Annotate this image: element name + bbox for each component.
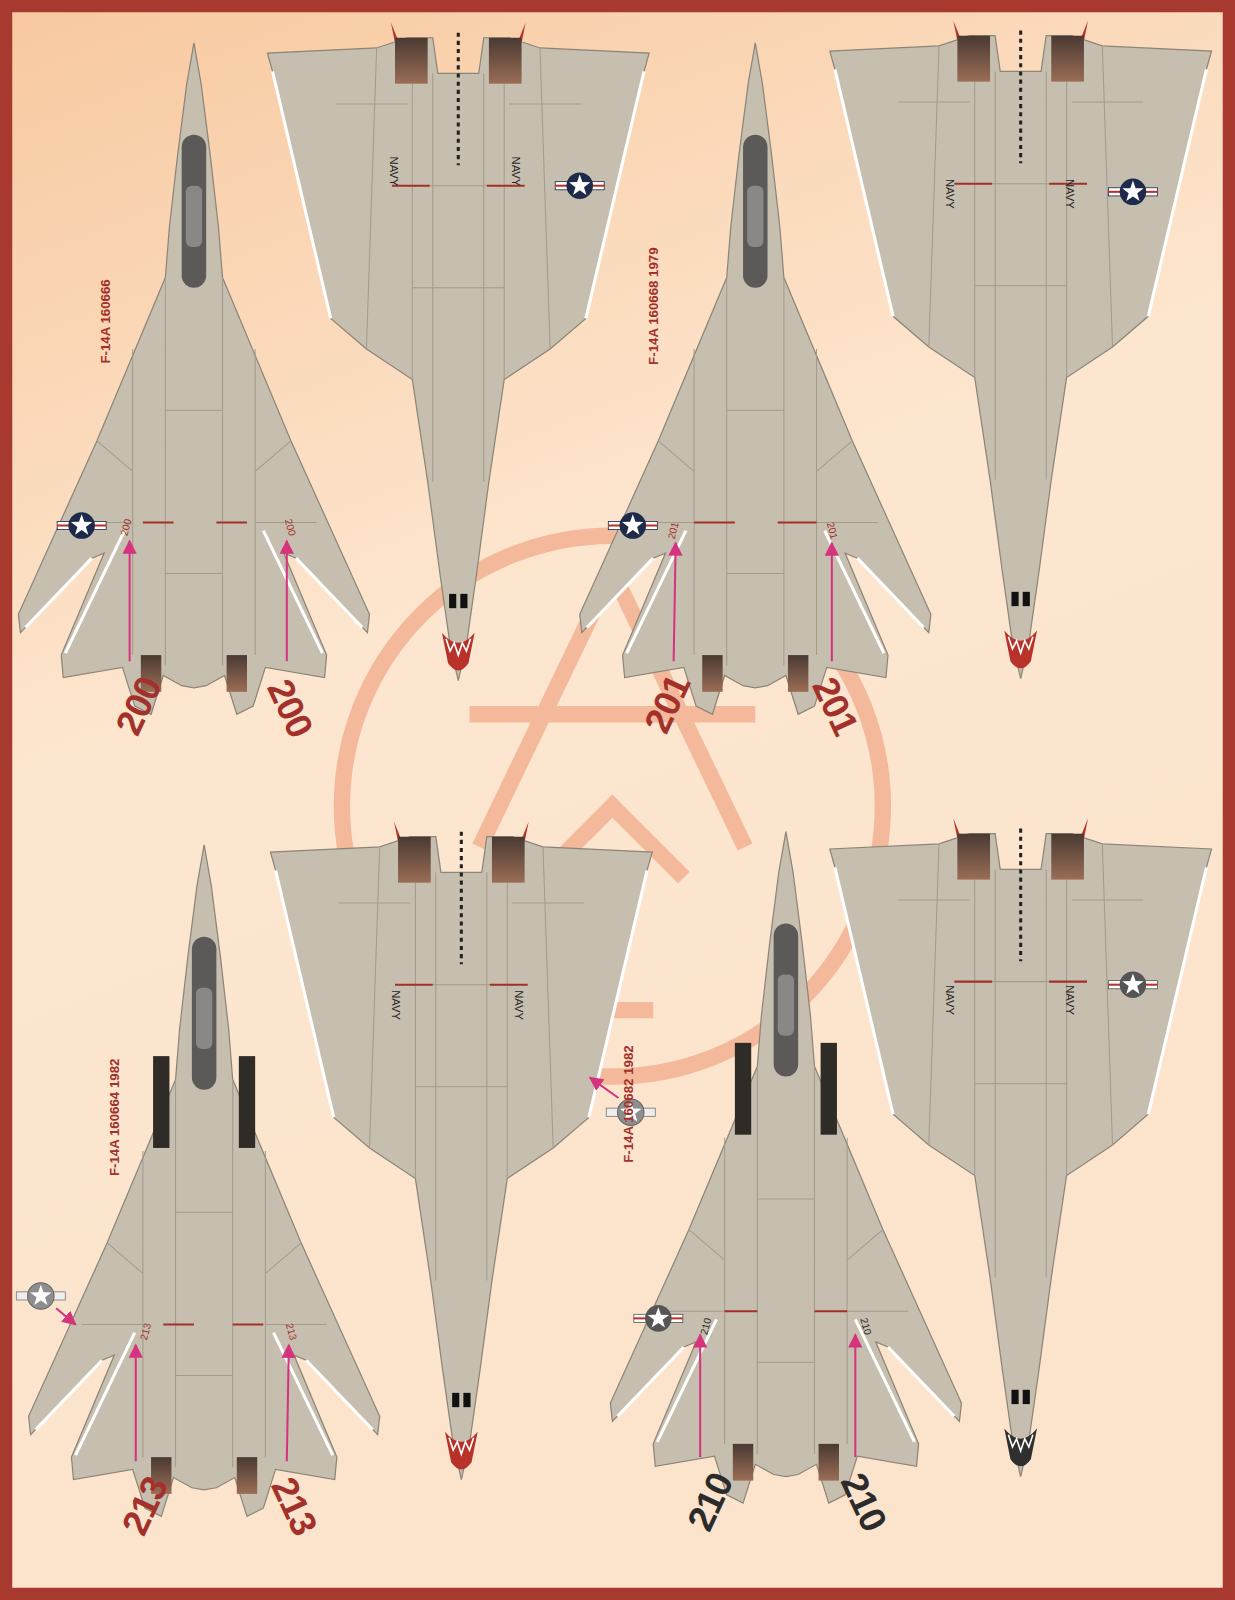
aircraft-3 bbox=[16, 821, 655, 1516]
serial-text: F-14A 160668 1979 bbox=[647, 247, 660, 365]
aircraft-4 bbox=[610, 818, 1211, 1503]
navy-marking: NAVY bbox=[510, 157, 521, 187]
navy-marking: NAVY bbox=[513, 990, 524, 1020]
navy-marking: NAVY bbox=[388, 157, 399, 187]
navy-marking: NAVY bbox=[1064, 179, 1075, 209]
navy-marking: NAVY bbox=[1064, 985, 1075, 1015]
aircraft-1 bbox=[18, 22, 649, 714]
navy-marking: NAVY bbox=[944, 985, 955, 1015]
serial-text: F-14A 160666 bbox=[98, 279, 111, 363]
navy-marking: NAVY bbox=[390, 990, 401, 1020]
navy-marking: NAVY bbox=[944, 179, 955, 209]
serial-text: F-14A 160664 1982 bbox=[108, 1059, 121, 1177]
sheet-ground bbox=[12, 12, 1223, 1588]
aircraft-2 bbox=[580, 20, 1212, 714]
serial-text: F-14A 160682 1982 bbox=[622, 1045, 635, 1163]
